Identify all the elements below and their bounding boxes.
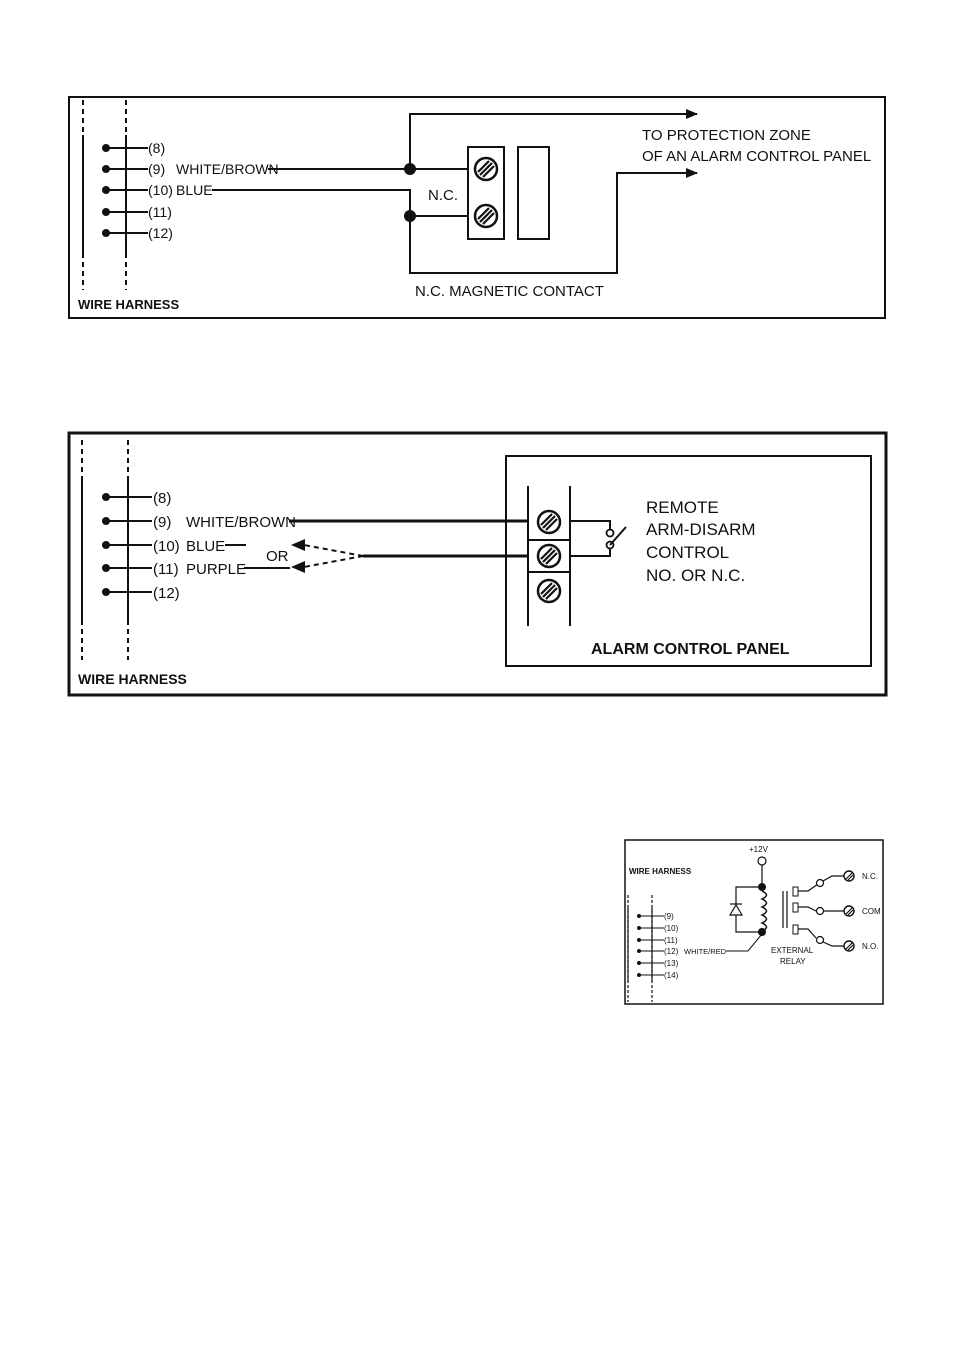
label-nc: N.C.	[428, 187, 458, 204]
terminal-screw	[536, 509, 562, 535]
relay-terminal	[815, 878, 825, 888]
blue-wire	[212, 189, 468, 217]
relay-terminal	[815, 935, 825, 945]
diagram3-frame	[624, 839, 884, 1005]
white-red-wire	[726, 933, 763, 952]
label-protection-zone-line2: OF AN ALARM CONTROL PANEL	[642, 148, 871, 165]
terminal-screw	[536, 543, 562, 569]
label-alarm-control-panel: ALARM CONTROL PANEL	[591, 641, 790, 658]
diagram-remote-arm-disarm: (8) (9) (10) (11) (12) WHITE/BROWN BLUE …	[67, 431, 888, 697]
label-remote-line3: CONTROL	[646, 543, 729, 562]
label-remote-line4: NO. OR N.C.	[646, 566, 745, 585]
switch-blade	[609, 526, 627, 546]
switch-contact	[605, 528, 615, 538]
label-wire-harness: WIRE HARNESS	[78, 297, 179, 312]
wire-number-11: (11)	[153, 561, 179, 578]
relay-contact-pad	[792, 902, 799, 913]
magnet-block	[517, 146, 550, 240]
terminal-screw	[536, 578, 562, 604]
dashed-option-purple	[303, 555, 364, 568]
relay-contact-pad	[792, 924, 799, 935]
terminal-screw	[473, 156, 499, 182]
relay-contact-pad	[792, 886, 799, 897]
diagram2-frame	[67, 431, 888, 697]
wire-number-13: (13)	[664, 959, 679, 968]
wire-number-9: (9)	[664, 912, 674, 921]
wire-number-8: (8)	[148, 140, 165, 156]
label-wire-harness: WIRE HARNESS	[629, 867, 692, 876]
switch-wire-top	[570, 520, 611, 530]
harness-wires	[102, 493, 152, 596]
wire-number-10: (10)	[153, 538, 180, 555]
zone-wire-upper	[409, 109, 698, 169]
label-white-brown: WHITE/BROWN	[176, 161, 279, 177]
label-wire-harness: WIRE HARNESS	[78, 671, 187, 687]
label-purple: PURPLE	[186, 561, 246, 578]
wire-number-10: (10)	[148, 182, 173, 198]
wire-number-8: (8)	[153, 490, 171, 507]
harness-wires	[102, 144, 148, 237]
label-or: OR	[266, 548, 289, 565]
label-nc: N.C.	[862, 872, 878, 881]
diagram-nc-magnetic-contact: (8) (9) (10) (11) (12) WHITE/BROWN BLUE …	[68, 96, 886, 319]
label-magnetic-contact: N.C. MAGNETIC CONTACT	[415, 283, 604, 300]
zone-wire-lower	[409, 168, 698, 274]
diode-symbol	[728, 903, 744, 916]
dashed-option-blue	[303, 544, 364, 557]
harness-wires	[637, 914, 664, 977]
label-protection-zone-line1: TO PROTECTION ZONE	[642, 127, 811, 144]
wire-number-14: (14)	[664, 971, 679, 980]
label-blue: BLUE	[176, 182, 213, 198]
wire-number-12: (12)	[664, 947, 679, 956]
wire-number-9: (9)	[148, 161, 165, 177]
supply-terminal	[757, 856, 767, 866]
switch-wire-bottom	[570, 547, 611, 557]
diagram1-frame	[68, 96, 886, 319]
arrowhead-purple	[291, 561, 305, 573]
label-external-relay-line1: EXTERNAL	[771, 946, 814, 955]
relay-terminal	[815, 906, 825, 916]
arrowhead-blue	[291, 539, 305, 551]
label-white-brown: WHITE/BROWN	[186, 514, 296, 531]
label-com: COM	[862, 907, 881, 916]
wire-number-9: (9)	[153, 514, 171, 531]
label-blue: BLUE	[186, 538, 225, 555]
wire-number-11: (11)	[148, 204, 172, 220]
label-plus-12v: +12V	[749, 845, 769, 854]
label-remote-line2: ARM-DISARM	[646, 520, 756, 539]
diode-loop	[735, 886, 762, 933]
alarm-control-panel-box	[505, 455, 872, 667]
label-no: N.O.	[862, 942, 878, 951]
terminal-screw	[843, 905, 855, 917]
wire-number-12: (12)	[148, 225, 173, 241]
relay-coil	[760, 890, 768, 932]
terminal-screw	[473, 203, 499, 229]
wire-number-11: (11)	[664, 936, 678, 945]
terminal-screw	[843, 870, 855, 882]
wire-number-10: (10)	[664, 924, 679, 933]
wire-number-12: (12)	[153, 585, 180, 602]
diagram-external-relay: WIRE HARNESS (9) (10) (11) (12) (13) (14…	[624, 839, 884, 1005]
terminal-screw	[843, 940, 855, 952]
label-external-relay-line2: RELAY	[780, 957, 806, 966]
label-white-red: WHITE/RED	[684, 947, 727, 956]
label-remote-line1: REMOTE	[646, 498, 719, 517]
